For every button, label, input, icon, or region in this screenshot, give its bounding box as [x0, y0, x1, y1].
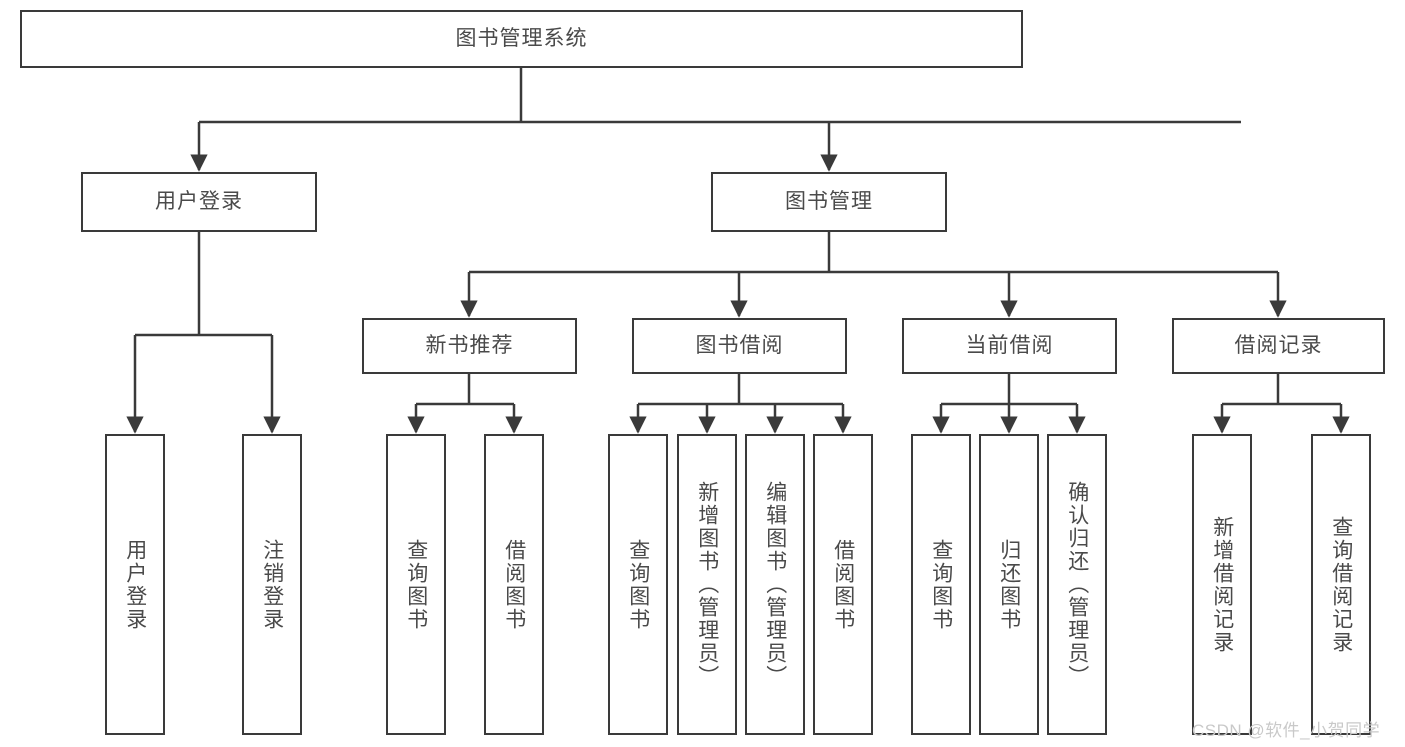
node-book-borrow[interactable]: 图书借阅 [632, 318, 847, 374]
leaf-user-logout[interactable]: 注销登录 [242, 434, 302, 735]
leaf-user-login-label: 用户登录 [123, 538, 147, 631]
leaf-borrow-edit-book[interactable]: 编辑图书（管理员） [745, 434, 805, 735]
leaf-current-return-book-label: 归还图书 [997, 538, 1021, 631]
node-borrow-record[interactable]: 借阅记录 [1172, 318, 1385, 374]
leaf-recommend-query-book-label: 查询图书 [404, 538, 428, 631]
leaf-record-query-label: 查询借阅记录 [1329, 515, 1353, 654]
leaf-recommend-borrow-book-label: 借阅图书 [502, 538, 526, 631]
node-root-label: 图书管理系统 [455, 27, 588, 51]
node-borrow-record-label: 借阅记录 [1234, 334, 1323, 358]
node-current-borrow-label: 当前借阅 [965, 334, 1054, 358]
leaf-record-query[interactable]: 查询借阅记录 [1311, 434, 1371, 735]
leaf-user-login[interactable]: 用户登录 [105, 434, 165, 735]
node-user-login-label: 用户登录 [155, 190, 243, 214]
leaf-borrow-query-book-label: 查询图书 [626, 538, 650, 631]
leaf-recommend-query-book[interactable]: 查询图书 [386, 434, 446, 735]
leaf-user-logout-label: 注销登录 [260, 538, 284, 631]
node-book-manage-label: 图书管理 [785, 190, 873, 214]
node-book-manage[interactable]: 图书管理 [711, 172, 947, 232]
node-book-borrow-label: 图书借阅 [695, 334, 784, 358]
leaf-borrow-borrow-book-label: 借阅图书 [831, 538, 855, 631]
leaf-record-add[interactable]: 新增借阅记录 [1192, 434, 1252, 735]
node-new-book-recommend[interactable]: 新书推荐 [362, 318, 577, 374]
node-root[interactable]: 图书管理系统 [20, 10, 1023, 68]
leaf-borrow-add-book[interactable]: 新增图书（管理员） [677, 434, 737, 735]
leaf-current-return-book[interactable]: 归还图书 [979, 434, 1039, 735]
leaf-borrow-edit-book-label: 编辑图书（管理员） [763, 481, 787, 688]
node-user-login[interactable]: 用户登录 [81, 172, 317, 232]
leaf-current-confirm-return[interactable]: 确认归还（管理员） [1047, 434, 1107, 735]
leaf-current-query-book-label: 查询图书 [929, 538, 953, 631]
node-current-borrow[interactable]: 当前借阅 [902, 318, 1117, 374]
leaf-recommend-borrow-book[interactable]: 借阅图书 [484, 434, 544, 735]
node-new-book-recommend-label: 新书推荐 [425, 334, 514, 358]
leaf-record-add-label: 新增借阅记录 [1210, 515, 1234, 654]
leaf-current-query-book[interactable]: 查询图书 [911, 434, 971, 735]
leaf-borrow-borrow-book[interactable]: 借阅图书 [813, 434, 873, 735]
leaf-borrow-query-book[interactable]: 查询图书 [608, 434, 668, 735]
leaf-current-confirm-return-label: 确认归还（管理员） [1065, 481, 1089, 688]
leaf-borrow-add-book-label: 新增图书（管理员） [695, 481, 719, 688]
